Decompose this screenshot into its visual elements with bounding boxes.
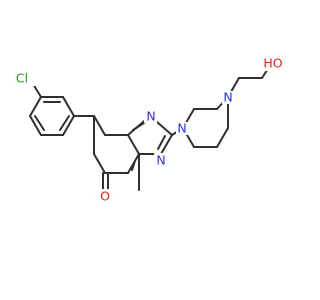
nitrogen-label-n1: N (146, 109, 155, 124)
bond (127, 134, 140, 155)
cyclohexenone-ring (93, 115, 140, 174)
bond (29, 96, 42, 117)
double-bond (34, 115, 45, 131)
piperazine-ring (182, 96, 229, 148)
ketone-oxygen-label: O (100, 189, 110, 204)
chlorophenyl-ring (29, 96, 75, 136)
bond (62, 96, 75, 117)
double-bond (131, 160, 136, 171)
chlorine-label: Cl (16, 71, 28, 86)
bond (62, 115, 75, 136)
bond (93, 115, 106, 136)
double-bond (157, 135, 166, 150)
piperazine-nitrogen-4-label: N (223, 90, 232, 105)
molecule-structure-diagram: Cl N N N N HO O (15, 55, 286, 204)
bond (216, 127, 229, 148)
bond (29, 115, 42, 136)
bond (93, 153, 106, 174)
double-bond (59, 115, 70, 131)
bond (160, 134, 173, 155)
nitrogen-label-n3: N (156, 153, 165, 168)
atom-labels: Cl N N N N HO O (16, 55, 286, 204)
piperazine-nitrogen-1-label: N (177, 121, 186, 136)
hydroxyl-label: HO (263, 56, 282, 71)
